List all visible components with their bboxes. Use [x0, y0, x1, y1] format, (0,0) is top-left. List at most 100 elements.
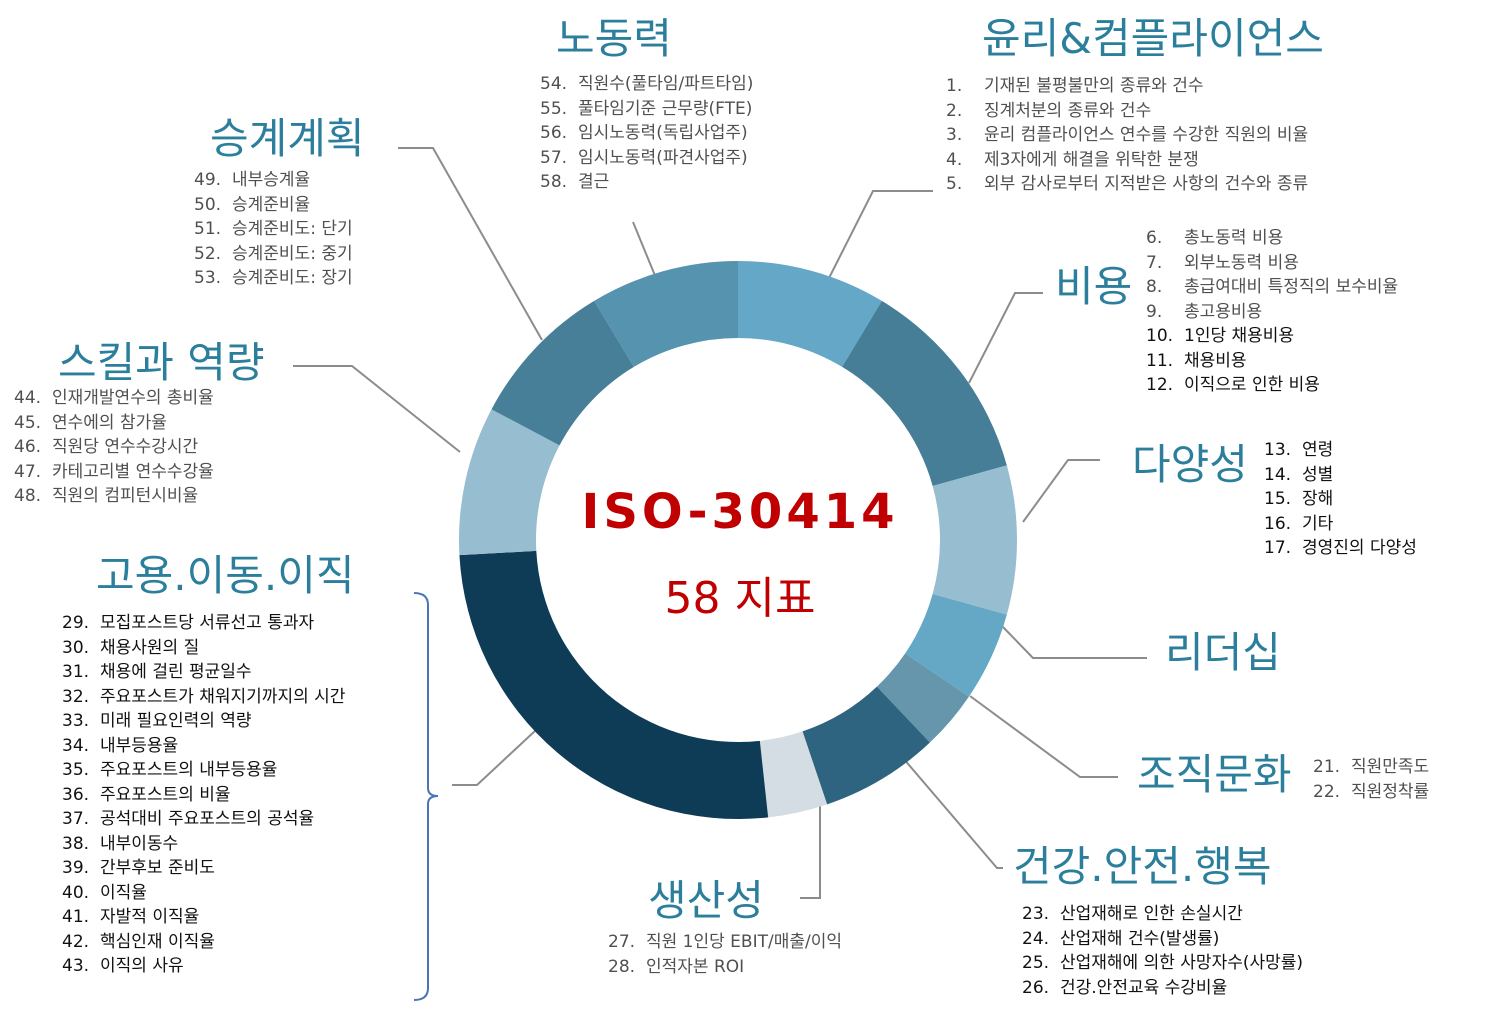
list-item: 45.연수에의 참가율 — [14, 412, 167, 433]
list-labor: 54.직원수(풀타임/파트타임) 55.풀타임기준 근무량(FTE) 56.임시… — [540, 72, 753, 195]
list-item: 25.산업재해에 의한 사망자수(사망률) — [1022, 953, 1304, 973]
category-title-labor: 노동력 — [556, 14, 672, 63]
list-item: 49.내부승계율 — [194, 170, 311, 190]
list-item: 11.채용비용 — [1146, 350, 1247, 371]
list-item: 38.내부이동수 — [62, 833, 179, 854]
connector-productivity — [800, 797, 821, 899]
list-diversity: 13.연령 14.성별 15.장해 16.기타 17.경영진의 다양성 — [1264, 438, 1417, 561]
list-item: 39.간부후보 준비도 — [62, 858, 215, 878]
list-cost: 6.총노동력 비용 7.외부노동력 비용 8.총급여대비 특정직의 보수비율 9… — [1146, 226, 1398, 398]
connector-leadership — [1002, 626, 1147, 659]
list-item: 58.결근 — [540, 172, 610, 192]
list-item: 26.건강.안전교육 수강비율 — [1022, 977, 1228, 998]
list-item: 48.직원의 컴피턴시비율 — [14, 486, 199, 506]
category-title-productivity: 생산성 — [648, 876, 764, 925]
list-item: 22.직원정착률 — [1313, 781, 1430, 802]
list-item: 14.성별 — [1264, 464, 1334, 485]
list-item: 5.외부 감사로부터 지적받은 사항의 건수와 종류 — [946, 174, 1309, 194]
list-item: 43.이직의 사유 — [62, 956, 184, 976]
ring-segment-hiring — [459, 550, 769, 819]
ring-segment-labor — [594, 261, 738, 367]
list-item: 17.경영진의 다양성 — [1264, 538, 1417, 558]
list-item: 1.기재된 불평불만의 종류와 건수 — [946, 76, 1204, 96]
connector-lines — [293, 147, 1147, 899]
category-title-leadership: 리더십 — [1165, 628, 1281, 677]
list-item: 3.윤리 컴플라이언스 연수를 수강한 직원의 비율 — [946, 125, 1309, 145]
list-item: 8.총급여대비 특정직의 보수비율 — [1146, 277, 1399, 297]
list-item: 33.미래 필요인력의 역량 — [62, 711, 252, 731]
connector-labor — [632, 221, 657, 279]
list-item: 29.모집포스트당 서류선고 통과자 — [62, 613, 315, 633]
list-item: 44.인재개발연수의 총비율 — [14, 388, 214, 408]
list-item: 55.풀타임기준 근무량(FTE) — [540, 98, 753, 119]
list-item: 13.연령 — [1264, 440, 1334, 460]
list-item: 53.승계준비도: 장기 — [194, 268, 353, 288]
list-item: 24.산업재해 건수(발생률) — [1022, 928, 1220, 949]
category-title-diversity: 다양성 — [1132, 440, 1248, 489]
list-culture: 21.직원만족도 22.직원정착률 — [1313, 755, 1429, 804]
list-item: 56.임시노동력(독립사업주) — [540, 123, 748, 143]
category-title-succession: 승계계획 — [210, 114, 365, 163]
list-item: 10.1인당 채용비용 — [1146, 326, 1295, 346]
list-item: 7.외부노동력 비용 — [1146, 252, 1299, 273]
list-item: 28.인적자본 ROI — [608, 956, 745, 977]
center-subtitle: 58 지표 — [664, 573, 816, 624]
list-item: 4.제3자에게 해결을 위탁한 분쟁 — [946, 149, 1199, 170]
list-item: 35.주요포스트의 내부등용율 — [62, 760, 278, 780]
hiring-bracket — [413, 592, 439, 1001]
list-item: 21.직원만족도 — [1313, 757, 1430, 777]
connector-culture — [969, 695, 1118, 778]
list-item: 57.임시노동력(파견사업주) — [540, 147, 748, 168]
list-item: 51.승계준비도: 단기 — [194, 219, 353, 239]
connector-skills — [293, 365, 461, 453]
connector-succession — [398, 147, 543, 341]
list-item: 27.직원 1인당 EBIT/매출/이익 — [608, 932, 843, 952]
ring-segment-productivity — [759, 731, 828, 818]
connector-health — [902, 757, 1003, 869]
category-title-cost: 비용 — [1055, 262, 1133, 311]
ring-segment-leadership — [905, 594, 1007, 697]
connector-ethics — [825, 190, 933, 285]
list-item: 36.주요포스트의 비율 — [62, 784, 231, 805]
connector-diversity — [1022, 459, 1100, 523]
ring-segment-ethics — [738, 261, 882, 367]
list-item: 46.직원당 연수수강시간 — [14, 437, 199, 457]
center-title: ISO-30414 — [581, 484, 899, 540]
list-item: 15.장해 — [1264, 489, 1334, 509]
category-title-culture: 조직문화 — [1137, 750, 1292, 799]
list-health: 23.산업재해로 인한 손실시간 24.산업재해 건수(발생률) 25.산업재해… — [1022, 902, 1303, 1000]
connector-hiring — [452, 729, 537, 786]
category-title-skills: 스킬과 역량 — [58, 338, 265, 387]
list-item: 9.총고용비용 — [1146, 301, 1263, 322]
list-item: 12.이직으로 인한 비용 — [1146, 375, 1320, 395]
list-item: 41.자발적 이직율 — [62, 907, 200, 927]
list-item: 50.승계준비율 — [194, 194, 311, 215]
list-item: 30.채용사원의 질 — [62, 637, 200, 658]
ring-segment-diversity — [932, 465, 1017, 615]
category-title-health: 건강.안전.행복 — [1013, 842, 1272, 891]
list-item: 40.이직율 — [62, 882, 147, 903]
category-title-hiring: 고용.이동.이직 — [96, 551, 355, 600]
list-succession: 49.내부승계율 50.승계준비율 51.승계준비도: 단기 52.승계준비도:… — [194, 168, 353, 291]
list-skills: 44.인재개발연수의 총비율 45.연수에의 참가율 46.직원당 연수수강시간… — [14, 386, 214, 509]
list-item: 34.내부등용율 — [62, 735, 179, 756]
connector-cost — [968, 292, 1043, 384]
list-hiring: 29.모집포스트당 서류선고 통과자 30.채용사원의 질 31.채용에 걸린 … — [62, 611, 345, 979]
list-item: 52.승계준비도: 중기 — [194, 243, 353, 264]
list-item: 37.공석대비 주요포스트의 공석율 — [62, 809, 315, 829]
list-item: 54.직원수(풀타임/파트타임) — [540, 74, 754, 94]
ring-segment-health — [802, 686, 930, 805]
list-item: 42.핵심인재 이직율 — [62, 931, 215, 952]
category-title-ethics: 윤리&컴플라이언스 — [982, 14, 1324, 63]
list-item: 47.카테고리별 연수수강율 — [14, 461, 214, 482]
list-item: 2.징계처분의 종류와 건수 — [946, 100, 1152, 121]
ring-segment-culture — [876, 653, 969, 743]
list-item: 32.주요포스트가 채워지기까지의 시간 — [62, 686, 346, 707]
list-productivity: 27.직원 1인당 EBIT/매출/이익 28.인적자본 ROI — [608, 930, 842, 979]
list-item: 31.채용에 걸린 평균일수 — [62, 662, 252, 682]
ring-segment-cost — [842, 300, 1007, 486]
ring-segment-skills — [459, 409, 560, 556]
ring-segments — [459, 261, 1017, 819]
list-ethics: 1.기재된 불평불만의 종류와 건수 2.징계처분의 종류와 건수 3.윤리 컴… — [946, 74, 1308, 197]
